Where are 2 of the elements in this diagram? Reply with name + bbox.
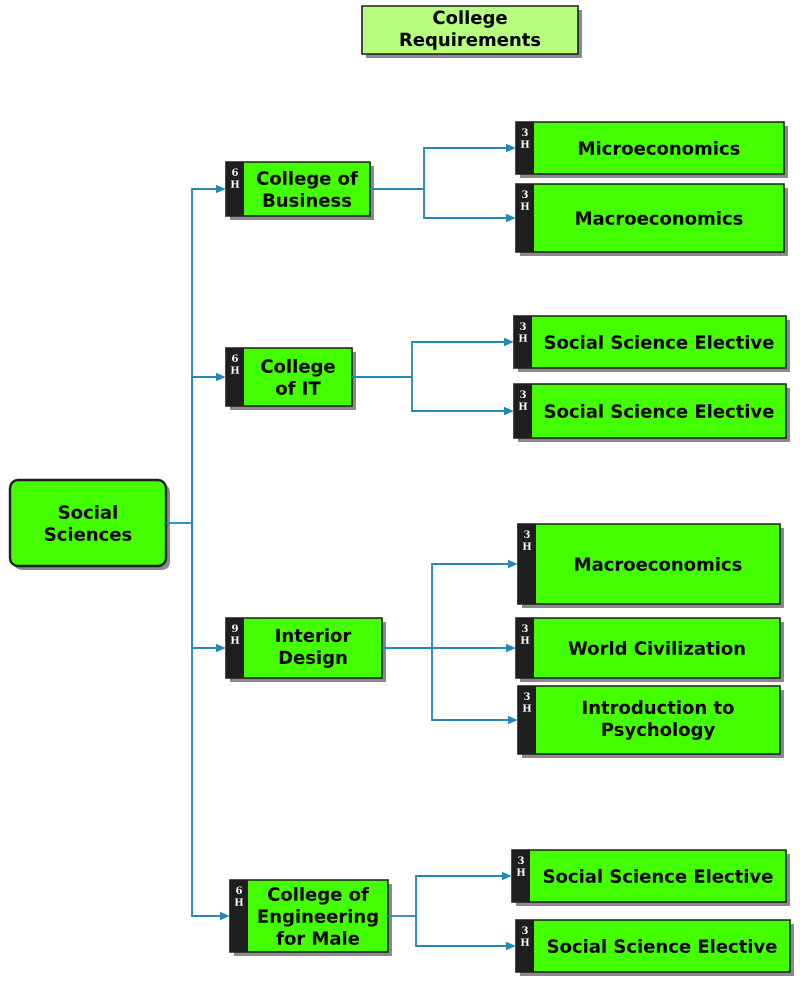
title-box: College Requirements — [361, 5, 582, 58]
topic-box: Social Sciences — [8, 478, 170, 570]
